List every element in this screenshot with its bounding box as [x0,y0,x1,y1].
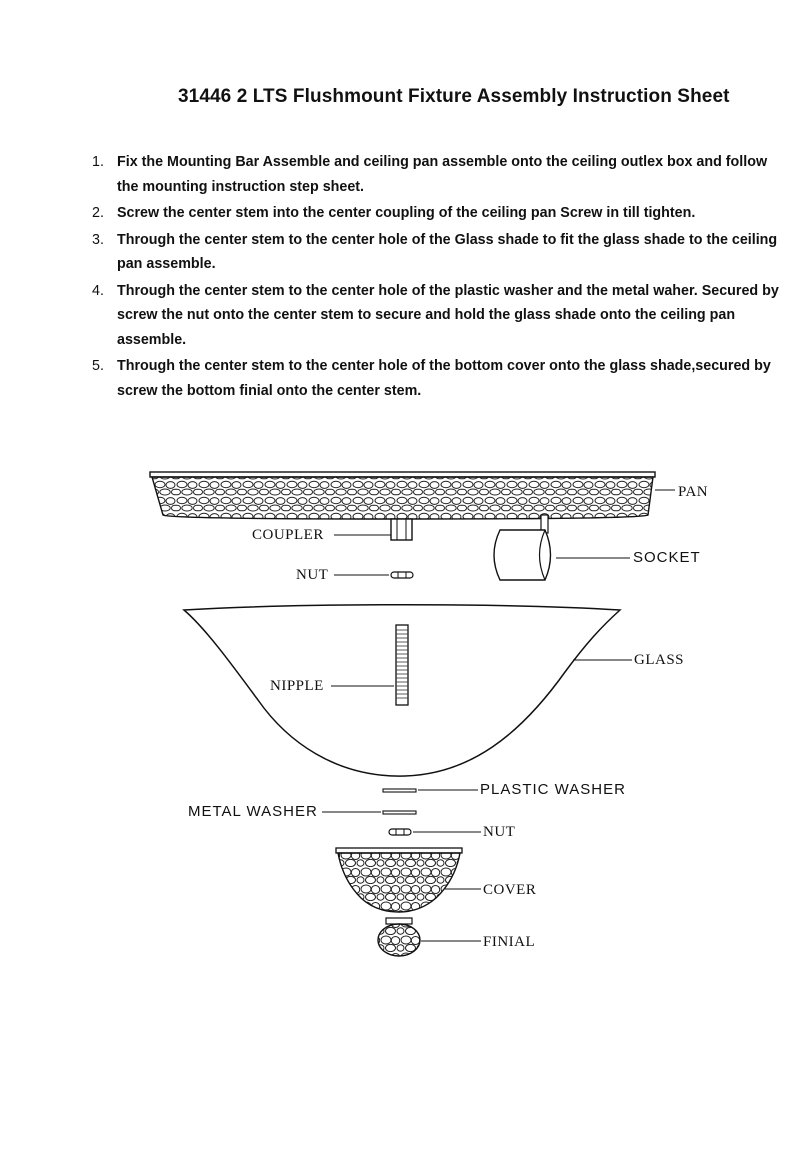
label-coupler: COUPLER [252,527,324,543]
nipple-part: NIPPLE [270,624,409,706]
bottom-nut-part: NUT [388,824,515,840]
label-nut-bottom: NUT [483,824,515,840]
step-text: Through the center stem to the center ho… [117,231,778,273]
step-text: Fix the Mounting Bar Assemble and ceilin… [117,154,768,195]
instruction-step: 2. Screw the center stem into the center… [80,201,785,226]
label-nipple: NIPPLE [270,678,324,694]
label-cover: COVER [483,882,536,898]
metal-washer-part: METAL WASHER [188,803,417,820]
top-nut-part: NUT [296,567,414,583]
step-number: 1. [92,154,104,170]
step-number: 4. [92,282,104,299]
step-number: 2. [92,205,104,221]
finial-part: FINIAL [377,917,535,957]
instruction-step: 3. Through the center stem to the center… [80,228,785,277]
coupler-part: COUPLER [252,518,413,543]
label-metal-washer: METAL WASHER [188,803,318,820]
plastic-washer-part: PLASTIC WASHER [382,781,626,798]
instruction-step: 4. Through the center stem to the center… [80,279,785,353]
step-number: 3. [92,231,104,248]
instruction-steps: 1. Fix the Mounting Bar Assemble and cei… [80,150,785,405]
socket-part: SOCKET [493,514,701,581]
glass-shade-part: GLASS [182,604,684,777]
label-socket: SOCKET [633,549,701,566]
label-nut-top: NUT [296,567,328,583]
document-title: 31446 2 LTS Flushmount Fixture Assembly … [178,86,730,107]
label-plastic-washer: PLASTIC WASHER [480,781,626,798]
step-text: Through the center stem to the center ho… [117,282,779,348]
step-text: Through the center stem to the center ho… [117,358,771,399]
ceiling-pan-part: PAN [149,471,708,520]
label-pan: PAN [678,484,708,500]
step-text: Screw the center stem into the center co… [117,205,696,221]
step-number: 5. [92,358,104,374]
label-glass: GLASS [634,652,684,668]
instruction-step: 1. Fix the Mounting Bar Assemble and cei… [80,150,785,199]
bottom-cover-part: COVER [335,847,536,913]
instruction-step: 5. Through the center stem to the center… [80,354,785,403]
label-finial: FINIAL [483,934,535,950]
